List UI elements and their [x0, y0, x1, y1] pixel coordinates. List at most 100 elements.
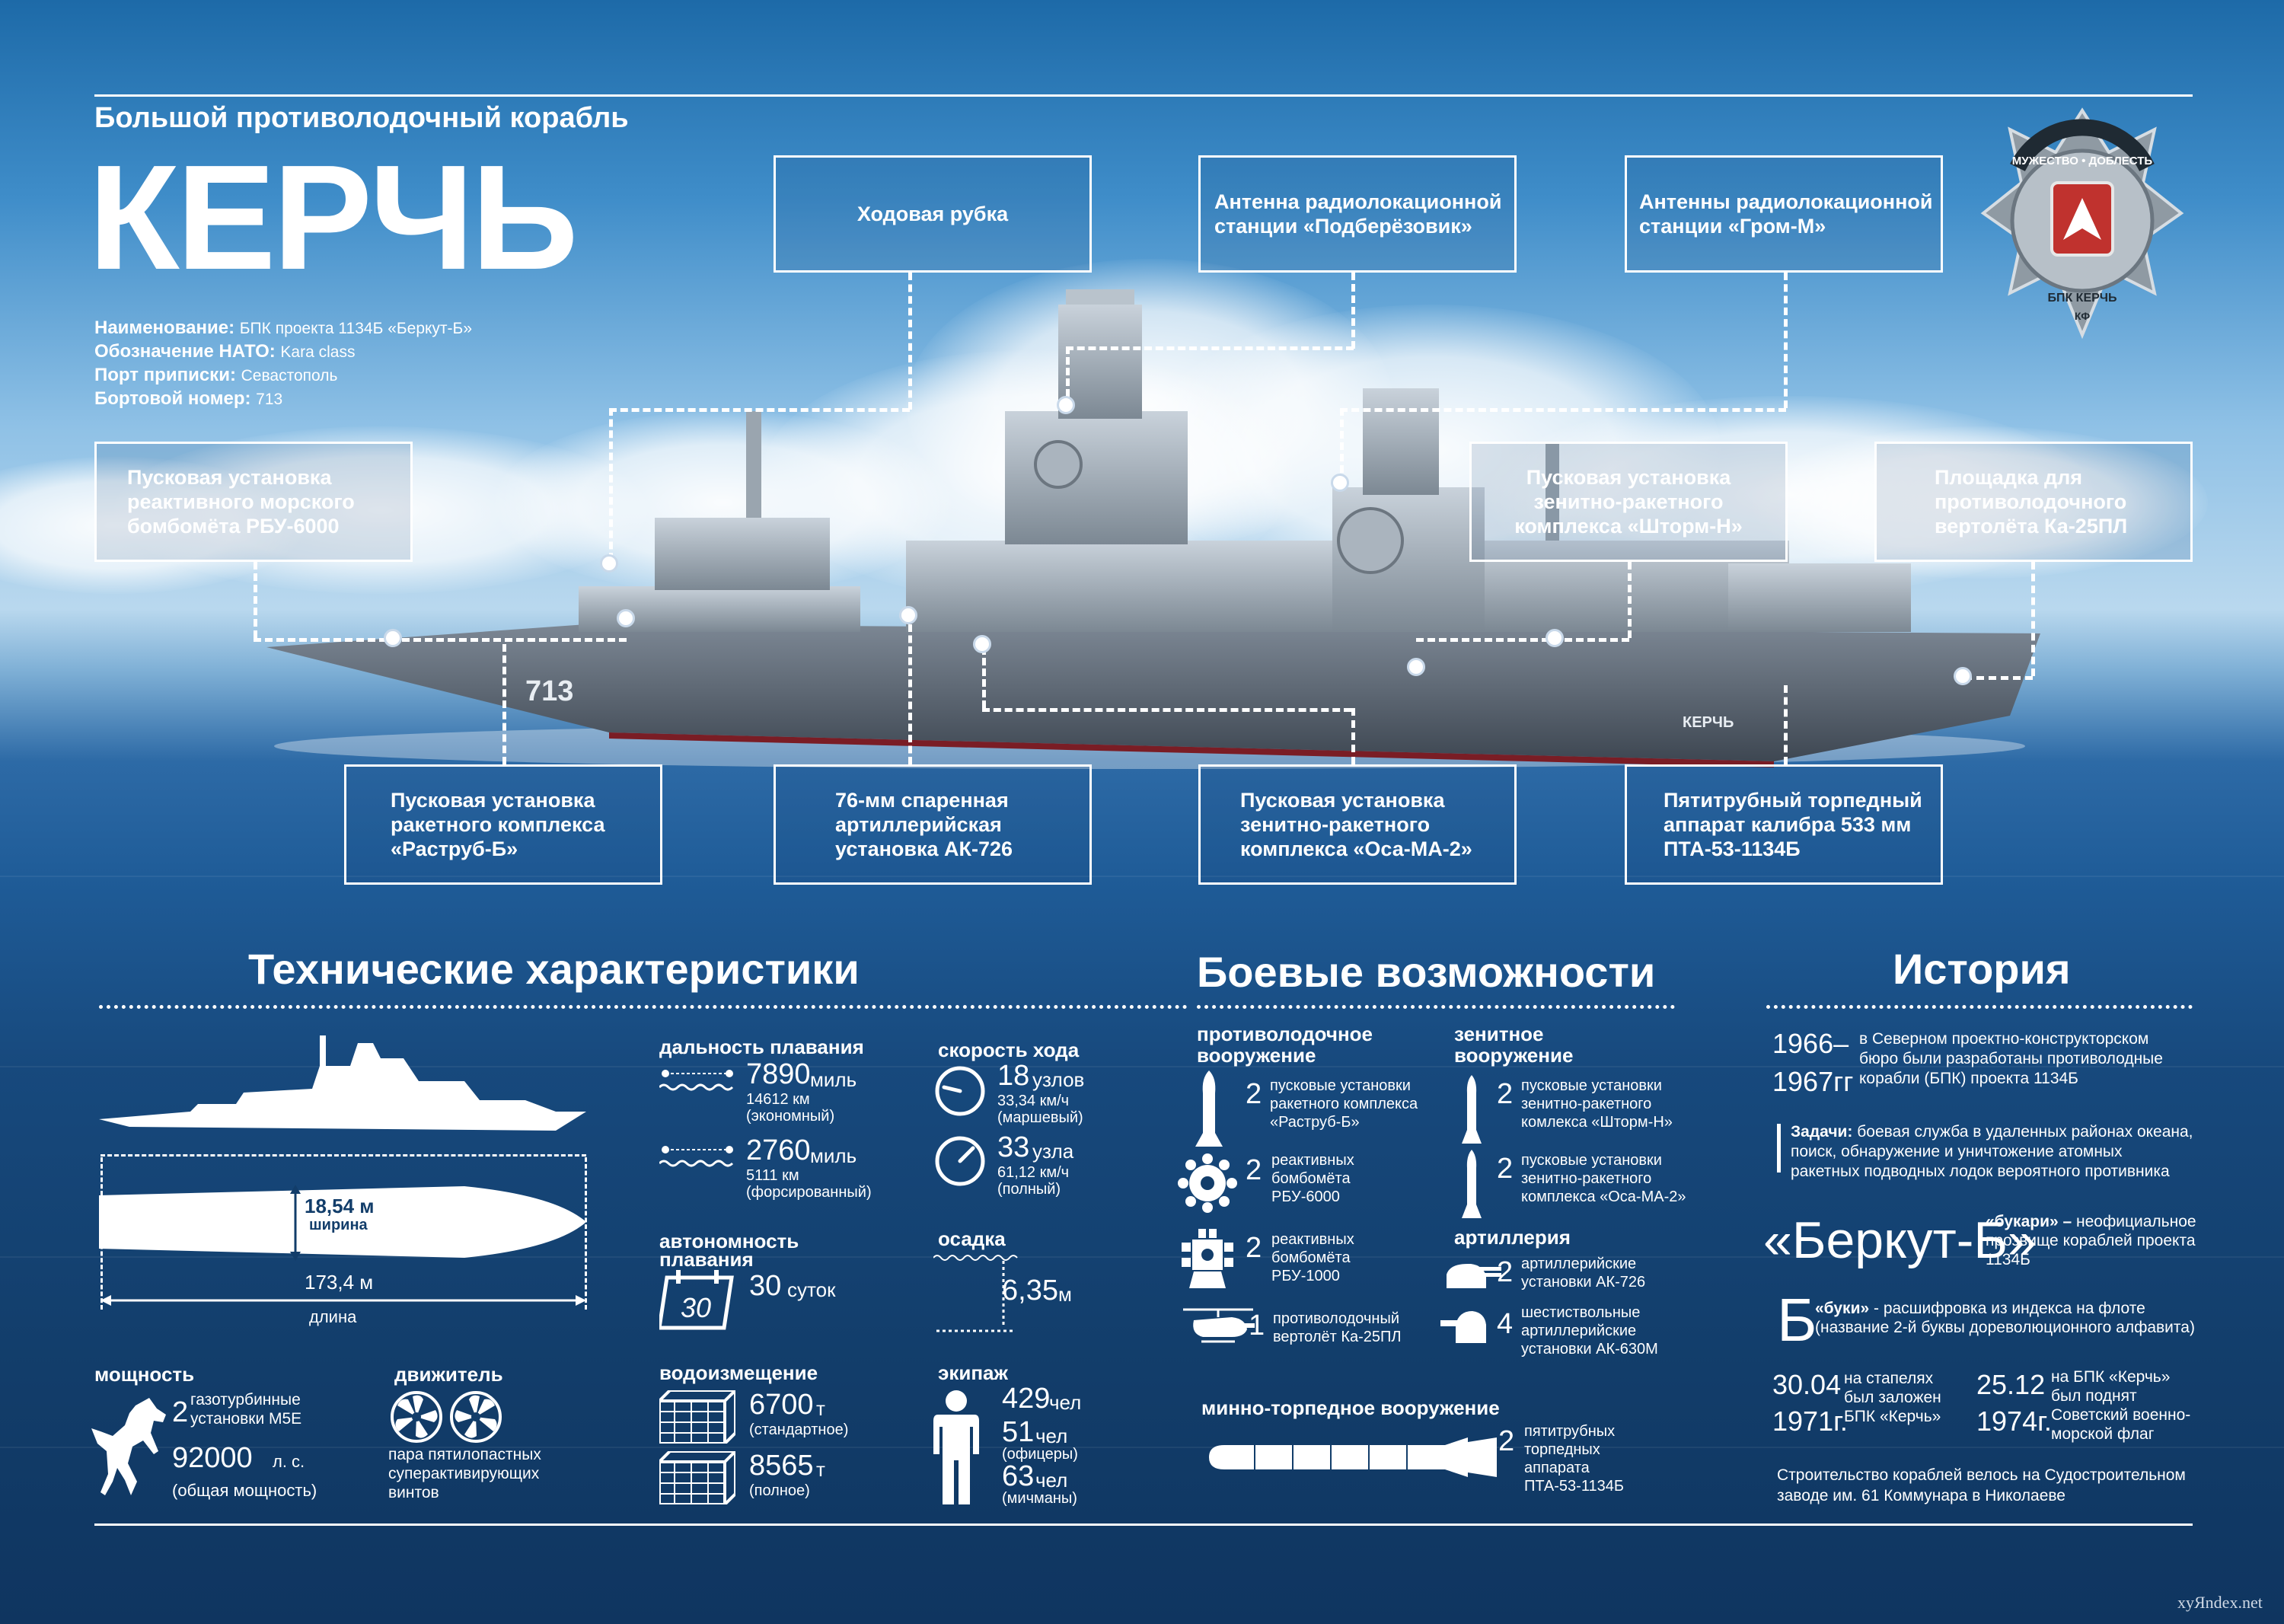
leader-line — [982, 647, 986, 708]
watermark: xyЯndex.net — [2177, 1593, 2263, 1612]
history-berkut: «Беркут-Б» — [1763, 1211, 2037, 1269]
wave — [0, 1447, 2284, 1448]
dimension-line — [100, 1157, 103, 1310]
range-ab-icon — [659, 1146, 734, 1167]
leader-line — [1066, 346, 1070, 407]
speed-full-value: 33 — [997, 1131, 1030, 1163]
callout-grom: Антенны радиолокационной станции «Гром-М… — [1625, 155, 1943, 273]
range-eco-note: (экономный) — [746, 1108, 835, 1125]
length-value: 173,4 м — [305, 1271, 374, 1294]
marker-dot — [1954, 667, 1972, 685]
leader-line — [254, 562, 257, 638]
disp-std-note: (стандартное) — [749, 1421, 849, 1438]
crew-off-value: 51 — [1002, 1416, 1035, 1448]
propeller-icon — [450, 1391, 502, 1443]
power-count: 2 — [172, 1396, 189, 1428]
marker-dot — [973, 635, 991, 653]
ship-emblem-icon: МУЖЕСТВО • ДОБЛЕСТЬ БПК КЕРЧЬ КФ — [1980, 107, 2184, 340]
info-row: Обозначение НАТО: Kara class — [94, 341, 356, 362]
aa-count: 2 — [1497, 1078, 1514, 1110]
disp-full-value: 8565 — [749, 1450, 814, 1482]
horse-icon — [91, 1398, 166, 1495]
history-d2-day: 25.12 — [1976, 1369, 2046, 1400]
top-rule — [94, 94, 2193, 97]
aa-desc: пусковые установки зенитно-ракетного ком… — [1521, 1152, 1686, 1205]
speed-full-kmh: 61,12 км/ч — [997, 1164, 1070, 1181]
crew-mid-note: (мичманы) — [1002, 1490, 1077, 1507]
wave — [0, 1256, 2284, 1258]
crew-total-value: 429 — [1002, 1383, 1051, 1415]
crew-off-note: (офицеры) — [1002, 1446, 1078, 1463]
history-d1-text: на стапелях был заложен БПК «Керчь» — [1844, 1370, 1941, 1425]
section-title-history: История — [1893, 945, 2071, 993]
bottom-rule — [94, 1523, 2193, 1526]
history-task-bar — [1777, 1124, 1781, 1173]
torpedo-icon — [1209, 1437, 1497, 1477]
section-rule — [1766, 1005, 2193, 1009]
gun-turret-icon — [1447, 1264, 1501, 1288]
leader-line — [1784, 273, 1788, 408]
disp-std-value: 6700 — [749, 1389, 814, 1421]
propeller-icon — [391, 1391, 442, 1443]
draft-value: 6,35 — [1002, 1275, 1058, 1307]
hp-unit: л. с. — [273, 1452, 305, 1471]
cargo-block-icon — [659, 1451, 735, 1504]
disp-full-note: (полное) — [749, 1482, 810, 1499]
asw-desc: противолодочный вертолёт Ка-25ПЛ — [1273, 1310, 1402, 1345]
wave — [0, 876, 2284, 877]
helicopter-icon — [1183, 1308, 1255, 1343]
missile-icon — [1462, 1150, 1482, 1218]
width-arrow-icon — [290, 1185, 301, 1261]
history-buki: «буки» - расшифровка из индекса на флоте… — [1815, 1300, 2195, 1336]
speed-cruise-note: (маршевый) — [997, 1109, 1083, 1126]
svg-text:БПК КЕРЧЬ: БПК КЕРЧЬ — [2047, 292, 2117, 305]
power-desc: газотурбинные установки М5Е — [190, 1391, 302, 1428]
leader-line — [609, 408, 613, 560]
calendar-icon: 30 — [659, 1270, 734, 1330]
propulsion-desc: пара пятилопастных суперактивирующих вин… — [388, 1446, 541, 1501]
crew-label: экипаж — [938, 1361, 1008, 1384]
displacement-label: водоизмещение — [659, 1361, 818, 1384]
asw-count: 2 — [1246, 1078, 1262, 1110]
asw-desc: реактивных бомбомёта РБУ-1000 — [1271, 1231, 1354, 1284]
asw-count: 2 — [1246, 1232, 1262, 1264]
width-label: ширина — [305, 1217, 372, 1234]
svg-text:30: 30 — [681, 1292, 711, 1323]
art-count: 4 — [1497, 1308, 1514, 1340]
asw-title: противолодочное вооружение — [1197, 1023, 1373, 1067]
info-row: Наименование: БПК проекта 1134Б «Беркут-… — [94, 317, 473, 338]
info-block: Наименование: БПК проекта 1134Б «Беркут-… — [94, 317, 627, 411]
leader-line — [1340, 408, 1786, 412]
autonomy-unit: суток — [787, 1278, 836, 1301]
aa-desc: пусковые установки зенитно-ракетного ком… — [1521, 1077, 1673, 1131]
info-row: Бортовой номер: 713 — [94, 388, 283, 409]
leader-line — [1340, 408, 1344, 484]
marker-dot — [1546, 629, 1564, 647]
history-years-top: 1966– — [1772, 1028, 1849, 1059]
bomb-launcher-icon — [1182, 1229, 1233, 1288]
leader-line — [1066, 346, 1354, 350]
history-footer: Строительство кораблей велось на Судостр… — [1777, 1466, 2186, 1504]
draft-icon — [933, 1255, 1018, 1332]
speed-label: скорость хода — [938, 1039, 1080, 1061]
mine-desc: пятитрубных торпедных аппарата ПТА-53-11… — [1524, 1423, 1624, 1495]
range-eco-unit: миль — [810, 1068, 857, 1091]
history-years-bottom: 1967гг — [1772, 1066, 1854, 1097]
power-label: мощность — [94, 1363, 195, 1386]
art-title: артиллерия — [1454, 1226, 1571, 1249]
asw-desc: пусковые установки ракетного комплекса «… — [1270, 1077, 1418, 1131]
missile-icon — [1462, 1075, 1482, 1144]
draft-label: осадка — [938, 1227, 1006, 1250]
subtitle: Большой противолодочный корабль — [94, 102, 629, 134]
propulsion-label: движитель — [394, 1363, 503, 1386]
section-title-combat: Боевые возможности — [1197, 948, 1656, 996]
history-b-letter: Б — [1777, 1286, 1817, 1354]
cargo-block-icon — [659, 1390, 735, 1444]
cloud — [1751, 426, 2208, 579]
hp-note: (общая мощность) — [172, 1481, 317, 1500]
range-eco-value: 7890 — [746, 1058, 811, 1090]
art-desc: артиллерийские установки АК-726 — [1521, 1255, 1646, 1291]
mine-count: 2 — [1498, 1425, 1515, 1457]
callout-torpedo: Пятитрубный торпедный аппарат калибра 53… — [1625, 764, 1943, 885]
length-label: длина — [309, 1307, 357, 1326]
